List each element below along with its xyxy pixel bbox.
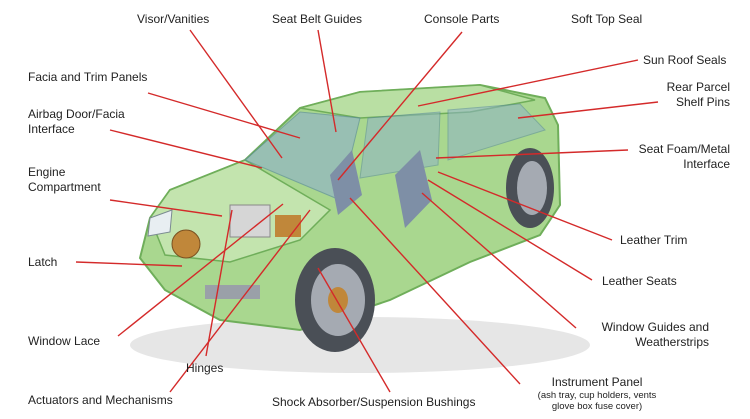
wheel-front	[295, 248, 375, 352]
label-line: Engine	[28, 165, 66, 179]
leader-line	[517, 101, 659, 119]
label-line: Shelf Pins	[675, 95, 730, 109]
label-instrument-panel: Instrument Panel (ash tray, cup holders,…	[522, 375, 672, 412]
label-window-guides-weatherstrips: Window Guides and Weatherstrips	[585, 320, 709, 350]
label-console-parts: Console Parts	[424, 12, 500, 26]
car-seat	[330, 150, 362, 215]
leader-line	[109, 199, 223, 217]
engine-part	[275, 215, 301, 237]
label-line: Interface	[683, 157, 730, 171]
leader-line	[169, 209, 311, 393]
label-line: Seat Foam/Metal	[638, 142, 730, 156]
leader-line	[317, 267, 391, 393]
label-airbag-door-facia-interface: Airbag Door/Facia Interface	[28, 107, 125, 137]
label-line: Compartment	[28, 180, 101, 194]
leader-line	[437, 171, 613, 241]
label-subtext: glove box fuse cover)	[551, 401, 643, 412]
headlight	[147, 209, 173, 237]
leader-line	[147, 92, 301, 139]
label-window-lace: Window Lace	[28, 334, 101, 348]
leader-line	[317, 29, 337, 133]
leader-line	[109, 129, 263, 169]
label-facia-trim-panels: Facia and Trim Panels	[28, 70, 148, 84]
label-sun-roof-seals: Sun Roof Seals	[643, 53, 727, 67]
label-visor-vanities: Visor/Vanities	[137, 12, 210, 26]
engine-block	[229, 204, 271, 238]
label-line: Instrument Panel	[551, 375, 643, 389]
leader-line	[205, 209, 233, 357]
leader-line	[417, 59, 639, 107]
label-line: Airbag Door/Facia	[28, 107, 125, 121]
leader-line	[337, 31, 463, 181]
leader-line	[349, 197, 521, 385]
leader-line	[75, 261, 183, 267]
label-line: Weatherstrips	[635, 335, 709, 349]
car-seat	[395, 150, 432, 228]
leader-lines	[75, 29, 659, 393]
leader-line	[427, 179, 593, 281]
label-actuators-mechanisms: Actuators and Mechanisms	[28, 393, 173, 407]
label-soft-top-seal: Soft Top Seal	[571, 12, 643, 26]
label-rear-parcel-shelf-pins: Rear Parcel Shelf Pins	[640, 80, 730, 110]
leader-line	[189, 29, 283, 159]
label-engine-compartment: Engine Compartment	[28, 165, 101, 195]
label-line: Interface	[28, 122, 75, 136]
leader-line	[435, 149, 629, 159]
label-seat-foam-metal-interface: Seat Foam/Metal Interface	[620, 142, 730, 172]
leader-line	[117, 203, 284, 337]
label-line: Window Guides and	[601, 320, 709, 334]
label-line: Rear Parcel	[666, 80, 730, 94]
label-seat-belt-guides: Seat Belt Guides	[272, 12, 363, 26]
engine-part	[205, 285, 260, 299]
label-shock-absorber-bushings: Shock Absorber/Suspension Bushings	[272, 395, 476, 409]
wheel-rear	[506, 148, 554, 228]
label-hinges: Hinges	[186, 361, 224, 375]
leader-line	[421, 192, 577, 329]
label-leather-trim: Leather Trim	[620, 233, 688, 247]
label-latch: Latch	[28, 255, 58, 269]
label-subtext: (ash tray, cup holders, vents	[537, 390, 657, 401]
car-shadow	[130, 317, 590, 373]
engine-pulley	[171, 229, 201, 259]
label-leather-seats: Leather Seats	[602, 274, 677, 288]
